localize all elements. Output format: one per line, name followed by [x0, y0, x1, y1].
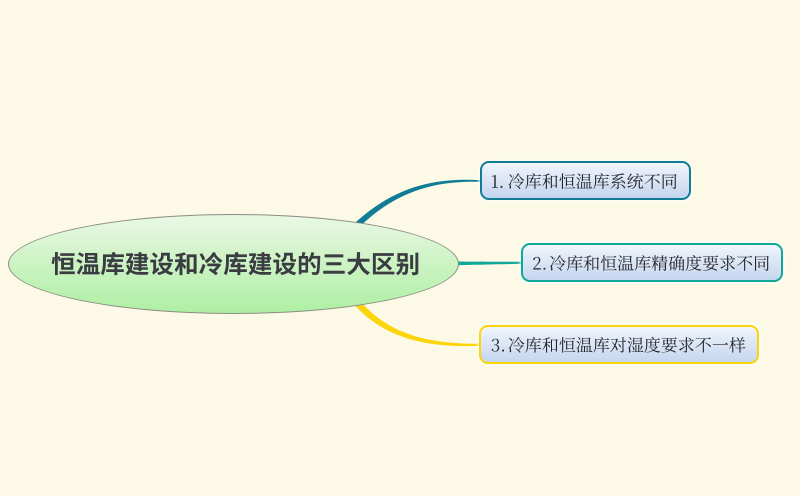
branch-1-label: 1.冷库和恒温库系统不同: [493, 168, 677, 193]
branch-node-3[interactable]: 3.冷库和恒温库对湿度要求不一样: [479, 324, 759, 365]
branch-node-1[interactable]: 1.冷库和恒温库系统不同: [479, 161, 691, 201]
branch-node-2[interactable]: 2.冷库和恒温库精确度要求不同: [521, 243, 783, 283]
branch-2-label: 2.冷库和恒温库精确度要求不同: [534, 250, 769, 275]
branch-connector-2[interactable]: [452, 261, 522, 266]
central-topic-label: 恒温库建设和冷库建设的三大区别: [54, 246, 414, 281]
central-topic-node[interactable]: 恒温库建设和冷库建设的三大区别: [8, 213, 459, 314]
branch-connector-1[interactable]: [353, 179, 481, 229]
branch-connector-3[interactable]: [353, 299, 480, 347]
branch-3-label: 3.冷库和恒温库对湿度要求不一样: [493, 332, 745, 357]
